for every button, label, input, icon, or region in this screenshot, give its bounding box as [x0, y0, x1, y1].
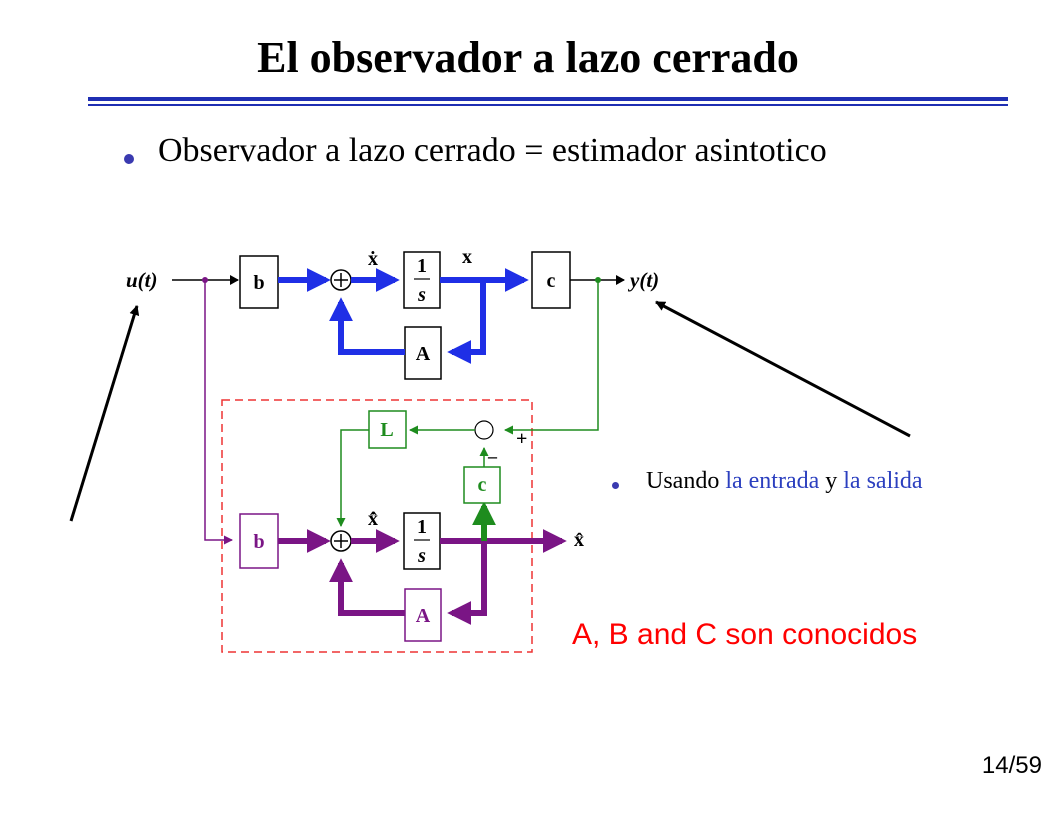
observer-integrator-den: s: [417, 545, 426, 567]
plant-integrator-block: [403, 251, 441, 309]
input-annotation-arrow: [69, 305, 140, 522]
output-arrowhead: [616, 275, 625, 285]
page-title: El observador a lazo cerrado: [257, 33, 799, 82]
plant-gain-c-block: [531, 251, 571, 309]
plant-x-label: x: [462, 246, 472, 268]
observer-gain-c-block: [463, 466, 501, 504]
secondary-bullet-text: Usando la entrada y la salida: [646, 468, 923, 495]
known-matrices-note: A, B and C son conocidos: [572, 618, 918, 651]
output-annotation-arrow: [655, 300, 911, 438]
plant-feedback-A-block: [404, 326, 442, 380]
page-total: 59: [1015, 752, 1042, 779]
plant-gain-b-label: b: [253, 272, 264, 294]
input-label: u(t): [126, 268, 158, 292]
page-separator: /: [1008, 752, 1016, 779]
observer-xhatdot-label: x̂̇: [368, 508, 378, 530]
output-label: y(t): [627, 268, 659, 292]
title-rule-thin: [88, 104, 1008, 106]
secondary-bullet-mid: y: [819, 468, 844, 494]
plant-integrator-den: s: [417, 284, 426, 306]
bullet-dot-icon: [124, 154, 134, 164]
plant-feedback-to-A-wire: [447, 280, 486, 364]
observer-feedback-A-label: A: [416, 605, 431, 627]
observer-integrator-num: 1: [417, 516, 427, 538]
observer-integrator-block: [403, 512, 441, 570]
error-sum-plus-sign: +: [516, 428, 527, 450]
error-sum-junction: [474, 420, 494, 440]
secondary-bullet-output: la salida: [843, 468, 923, 494]
measured-output-wire: [504, 280, 599, 435]
observer-gain-L-label: L: [380, 419, 393, 441]
page-current: 14: [981, 752, 1009, 779]
plant-integrator-num: 1: [417, 255, 427, 277]
small-bullet-dot-icon: [612, 482, 619, 489]
observer-gain-c-label: c: [478, 474, 487, 496]
secondary-bullet-prefix: Usando: [646, 468, 726, 494]
L-to-sum-wire: [336, 429, 369, 527]
observer-A-to-sum-wire: [329, 558, 405, 616]
observer-xhat-label: x̂: [574, 529, 584, 551]
title-rule-thick: [88, 97, 1008, 101]
plant-A-to-sum-wire: [329, 297, 405, 355]
observer-input-wire: [204, 280, 233, 545]
main-bullet-text: Observador a lazo cerrado = estimador as…: [158, 132, 827, 169]
plant-xdot-label: ẋ: [368, 248, 378, 270]
observer-gain-b-label: b: [253, 531, 264, 553]
page-number: 14/59: [982, 752, 1042, 780]
observer-dashed-box: [221, 399, 533, 653]
error-sum-minus-sign: –: [487, 446, 498, 466]
plant-gain-c-label: c: [547, 270, 556, 292]
observer-gain-L-block: [368, 410, 407, 449]
observer-feedback-to-A-wire: [447, 541, 487, 625]
plant-feedback-A-label: A: [416, 343, 431, 365]
input-arrowhead: [230, 275, 239, 285]
secondary-bullet-input: la entrada: [725, 468, 820, 494]
